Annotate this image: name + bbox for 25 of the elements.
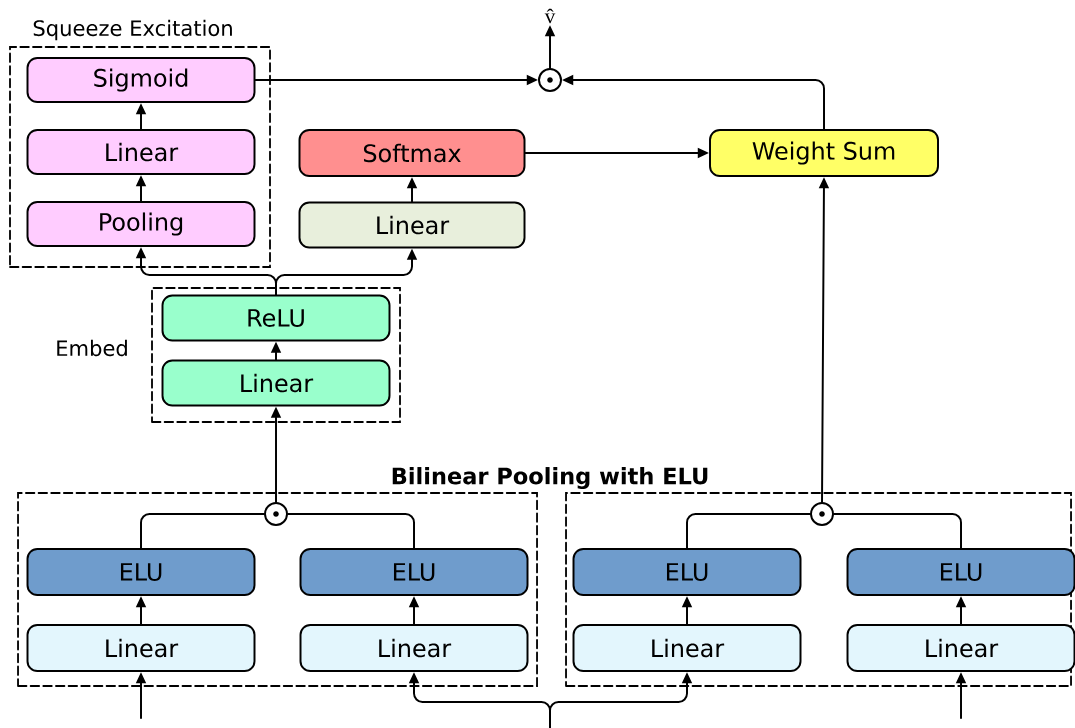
process-box: ELU — [26, 548, 256, 596]
process-box: Linear — [298, 201, 526, 249]
dashed-frame — [565, 492, 1072, 687]
process-box: Linear — [26, 624, 256, 672]
dashed-frame — [17, 492, 538, 687]
output-symbol: v̂ — [544, 8, 556, 24]
product-circle — [810, 502, 834, 526]
process-box: Weight Sum — [709, 129, 939, 177]
process-box: ELU — [846, 548, 1075, 596]
process-box: Linear — [572, 624, 802, 672]
process-box: Softmax — [298, 129, 526, 177]
process-box: Linear — [299, 624, 529, 672]
process-box: Linear — [26, 129, 256, 175]
process-box: Pooling — [26, 201, 256, 247]
product-circle — [264, 502, 288, 526]
group-heading: Squeeze Excitation — [33, 19, 232, 41]
process-box: Linear — [846, 624, 1075, 672]
process-box: ELU — [299, 548, 529, 596]
process-box: Sigmoid — [26, 57, 256, 103]
section-title: Bilinear Pooling with ELU — [389, 465, 711, 491]
process-box: ReLU — [161, 294, 391, 342]
process-box: ELU — [572, 548, 802, 596]
group-heading: Embed — [57, 339, 127, 357]
process-box: Linear — [161, 359, 391, 407]
product-circle — [538, 68, 562, 92]
